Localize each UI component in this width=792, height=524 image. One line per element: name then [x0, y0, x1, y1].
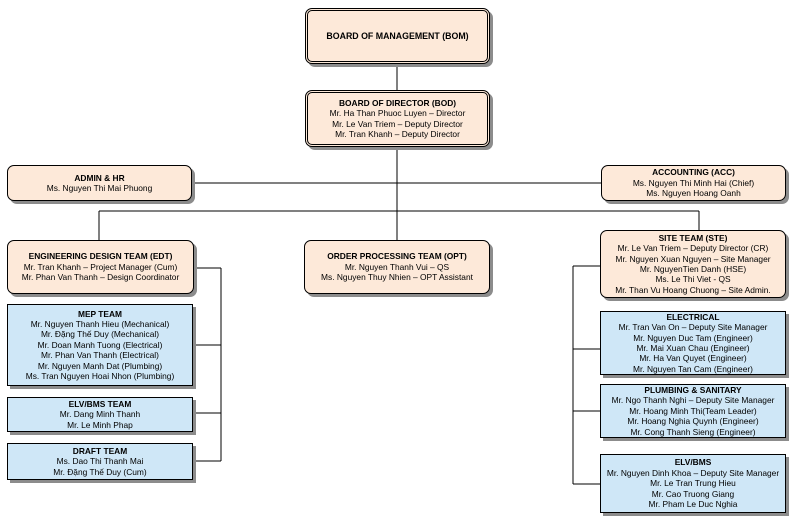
draft-title: DRAFT TEAM: [72, 445, 128, 456]
accounting-member: Ms. Nguyen Thi Minh Hai (Chief): [632, 177, 755, 188]
edt-member: Mr. Tran Khanh – Project Manager (Cum): [23, 261, 178, 272]
bom-box: BOARD OF MANAGEMENT (BOM): [305, 8, 490, 64]
mep-title: MEP TEAM: [77, 308, 123, 319]
elv-bms-team-box: ELV/BMS TEAM Mr. Dang Minh Thanh Mr. Le …: [7, 397, 193, 432]
admin-hr-box: ADMIN & HR Ms. Nguyen Thi Mai Phuong: [7, 165, 192, 201]
ste-member: Mr. Nguyen Xuan Nguyen – Site Manager: [615, 253, 771, 264]
electrical-title: ELECTRICAL: [666, 311, 720, 322]
mep-member: Ms. Tran Nguyen Hoai Nhon (Plumbing): [25, 371, 175, 382]
plumbing-member: Mr. Cong Thanh Sieng (Engineer): [630, 426, 756, 437]
plumbing-member: Mr. Ngo Thanh Nghi – Deputy Site Manager: [611, 395, 775, 406]
opt-member: Ms. Nguyen Thuy Nhien – OPT Assistant: [321, 272, 473, 283]
edt-member: Mr. Phan Van Thanh – Design Coordinator: [21, 272, 180, 283]
bod-member: Mr. Tran Khanh – Deputy Director: [335, 128, 460, 139]
mep-member: Mr. Đặng Thế Duy (Mechanical): [40, 329, 160, 340]
elv-bms-site-box: ELV/BMS Mr. Nguyen Dinh Khoa – Deputy Si…: [600, 454, 786, 513]
elv-team-title: ELV/BMS TEAM: [68, 398, 132, 409]
elv-site-title: ELV/BMS: [674, 457, 712, 468]
edt-box: ENGINEERING DESIGN TEAM (EDT) Mr. Tran K…: [7, 240, 194, 294]
ste-member: Mr. Le Van Triem – Deputy Director (CR): [617, 243, 769, 254]
ste-member: Ms. Le Thi Viet - QS: [655, 274, 731, 285]
electrical-member: Mr. Tran Van On – Deputy Site Manager: [618, 322, 768, 333]
ste-member: Mr. NguyenTien Danh (HSE): [639, 264, 747, 274]
admin-member: Ms. Nguyen Thi Mai Phuong: [46, 183, 153, 193]
electrical-member: Mr. Ha Van Quyet (Engineer): [639, 353, 747, 364]
electrical-box: ELECTRICAL Mr. Tran Van On – Deputy Site…: [600, 311, 786, 375]
draft-member: Ms. Dao Thi Thanh Mai: [56, 456, 144, 467]
mep-member: Mr. Nguyen Thanh Hieu (Mechanical): [30, 318, 170, 329]
electrical-member: Mr. Nguyen Duc Tam (Engineer): [633, 332, 753, 343]
opt-member: Mr. Nguyen Thanh Vui – QS: [344, 261, 450, 272]
ste-title: SITE TEAM (STE): [658, 232, 728, 243]
bod-member: Mr. Ha Than Phuoc Luyen – Director: [329, 108, 466, 119]
elv-site-member: Mr. Nguyen Dinh Khoa – Deputy Site Manag…: [606, 467, 780, 478]
mep-member: Mr. Phan Van Thanh (Electrical): [41, 350, 159, 361]
mep-member: Mr. Doan Manh Tuong (Electrical): [37, 339, 163, 350]
elv-site-member: Mr. Cao Truong Giang: [651, 488, 735, 499]
opt-box: ORDER PROCESSING TEAM (OPT) Mr. Nguyen T…: [304, 240, 490, 294]
ste-member: Mr. Than Vu Hoang Chuong – Site Admin.: [615, 284, 771, 295]
bom-title: BOARD OF MANAGEMENT (BOM): [326, 30, 469, 41]
bod-member: Mr. Le Van Triem – Deputy Director: [332, 118, 463, 129]
accounting-member: Ms. Nguyen Hoang Oanh: [646, 188, 741, 199]
electrical-member: Mr. Nguyen Tan Cam (Engineer): [633, 363, 753, 374]
electrical-member: Mr. Mai Xuan Chau (Engineer): [636, 343, 750, 353]
elv-team-member: Mr. Le Minh Phap: [67, 419, 133, 430]
plumbing-member: Mr. Hoang Nghia Quynh (Engineer): [627, 416, 759, 427]
plumbing-sanitary-box: PLUMBING & SANITARY Mr. Ngo Thanh Nghi –…: [600, 384, 786, 438]
edt-title: ENGINEERING DESIGN TEAM (EDT): [28, 251, 173, 262]
ste-box: SITE TEAM (STE) Mr. Le Van Triem – Deput…: [600, 230, 786, 298]
plumbing-member: Mr. Hoang Minh Thi(Team Leader): [629, 405, 757, 416]
accounting-box: ACCOUNTING (ACC) Ms. Nguyen Thi Minh Hai…: [601, 165, 786, 201]
bod-title: BOARD OF DIRECTOR (BOD): [338, 97, 457, 108]
elv-team-member: Mr. Dang Minh Thanh: [59, 409, 141, 420]
draft-member: Mr. Đặng Thế Duy (Cum): [53, 466, 147, 477]
bod-box: BOARD OF DIRECTOR (BOD) Mr. Ha Than Phuo…: [305, 90, 490, 147]
elv-site-member: Mr. Pham Le Duc Nghia: [648, 499, 738, 510]
draft-team-box: DRAFT TEAM Ms. Dao Thi Thanh Mai Mr. Đặn…: [7, 443, 193, 480]
mep-member: Mr. Nguyen Manh Dat (Plumbing): [37, 360, 163, 371]
accounting-title: ACCOUNTING (ACC): [652, 167, 735, 178]
admin-title: ADMIN & HR: [74, 172, 125, 183]
plumbing-title: PLUMBING & SANITARY: [644, 384, 742, 395]
elv-site-member: Mr. Le Tran Trung Hieu: [650, 478, 736, 489]
mep-team-box: MEP TEAM Mr. Nguyen Thanh Hieu (Mechanic…: [7, 304, 193, 386]
opt-title: ORDER PROCESSING TEAM (OPT): [327, 251, 467, 262]
